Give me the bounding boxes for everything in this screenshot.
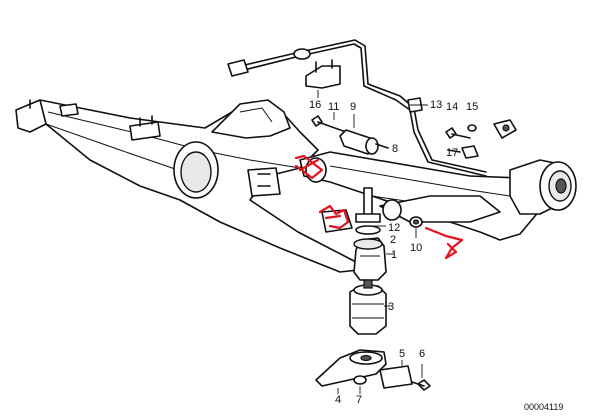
callout-6: 6 xyxy=(419,348,425,360)
callout-9: 9 xyxy=(350,101,356,113)
part-11-bolt xyxy=(311,112,347,133)
reference-number: 00004119 xyxy=(524,402,563,412)
callout-3: 3 xyxy=(388,301,394,313)
part-9-bushing xyxy=(339,114,389,155)
callout-7: 7 xyxy=(356,394,362,406)
callout-8: 8 xyxy=(392,143,398,155)
callout-16: 16 xyxy=(309,99,321,111)
brake-line xyxy=(227,39,487,177)
red-markup xyxy=(294,154,464,260)
axle-carrier xyxy=(15,99,359,273)
callout-17: 17 xyxy=(446,147,458,159)
callout-10: 10 xyxy=(410,242,422,254)
part-3-damper-mount xyxy=(349,279,390,335)
lower-bracket xyxy=(315,349,431,394)
callout-12: 12 xyxy=(388,222,400,234)
callout-4: 4 xyxy=(335,394,341,406)
callout-11: 11 xyxy=(328,101,339,113)
callout-1: 1 xyxy=(391,249,397,261)
red-markup-nut-line xyxy=(424,226,464,260)
callout-13: 13 xyxy=(430,99,442,111)
callouts: 1 2 3 4 5 6 7 8 9 10 11 12 13 14 15 16 1… xyxy=(309,99,478,406)
part-12-stud xyxy=(355,187,386,235)
red-markup-bracket xyxy=(318,204,350,230)
callout-5: 5 xyxy=(399,348,405,360)
part-1-rubber-mount xyxy=(353,237,394,281)
callout-2: 2 xyxy=(390,234,396,246)
part-10-nut xyxy=(409,216,423,238)
trailing-arm xyxy=(299,151,577,241)
parts-13-17-hardware xyxy=(410,104,517,159)
callout-14: 14 xyxy=(446,101,458,113)
part-16-bracket xyxy=(305,59,341,98)
callout-15: 15 xyxy=(466,101,478,113)
